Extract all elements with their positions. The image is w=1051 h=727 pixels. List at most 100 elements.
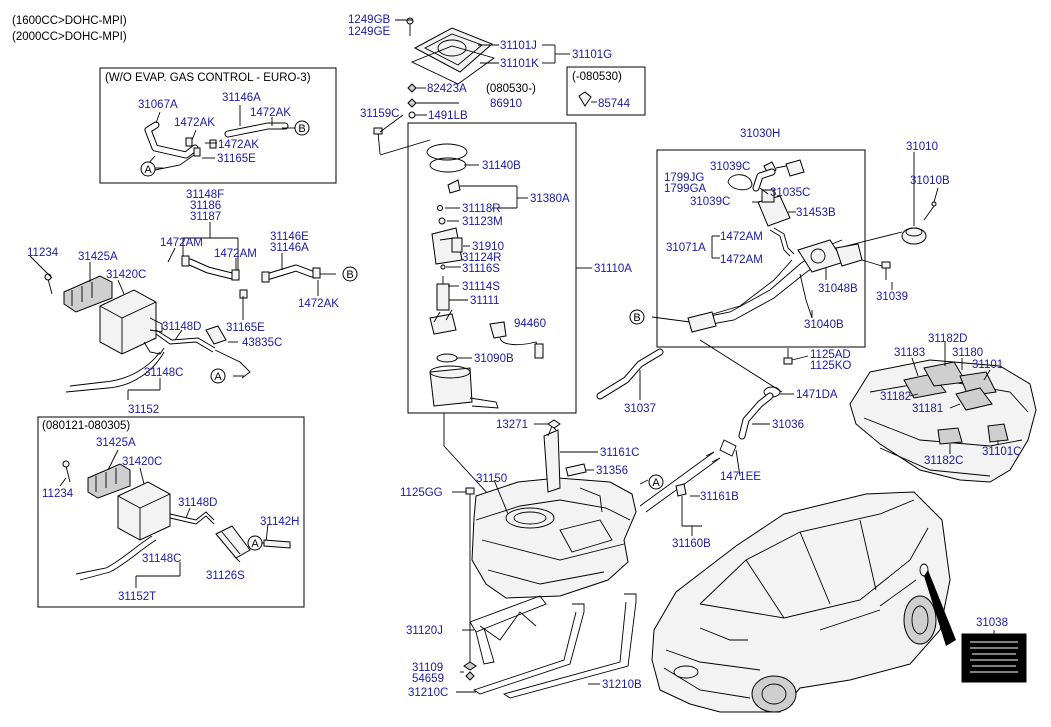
part-label-31146A-top[interactable]: 31146A — [222, 92, 261, 104]
part-label-31101K[interactable]: 31101K — [500, 58, 539, 70]
callout-a-tank[interactable]: A — [648, 474, 664, 490]
part-label-31142H[interactable]: 31142H — [260, 516, 299, 528]
part-label-31101C[interactable]: 31101C — [982, 446, 1021, 458]
part-label-31101J[interactable]: 31101J — [500, 40, 537, 52]
part-label-31101G[interactable]: 31101G — [572, 49, 612, 61]
part-label-1472AK-b[interactable]: 1472AK — [250, 107, 291, 119]
part-label-31425A-b[interactable]: 31425A — [96, 437, 136, 449]
part-label-31161B[interactable]: 31161B — [700, 491, 739, 503]
part-label-1125GG[interactable]: 1125GG — [400, 487, 443, 499]
part-label-82423A[interactable]: 82423A — [427, 83, 467, 95]
part-label-31186[interactable]: 31186 — [190, 200, 221, 212]
part-label-31037[interactable]: 31037 — [624, 403, 656, 415]
part-label-31148D[interactable]: 31148D — [162, 321, 201, 333]
part-label-31148D-b[interactable]: 31148D — [178, 497, 217, 509]
part-label-31420C-b[interactable]: 31420C — [122, 456, 162, 468]
part-label-31067A[interactable]: 31067A — [138, 99, 178, 111]
part-label-31425A[interactable]: 31425A — [78, 251, 118, 263]
callout-a-top[interactable]: A — [140, 161, 156, 177]
part-label-31036[interactable]: 31036 — [772, 419, 804, 431]
part-label-1472AK-c[interactable]: 1472AK — [218, 139, 259, 151]
part-label-1799JG[interactable]: 1799JG — [664, 172, 704, 184]
part-label-43835C[interactable]: 43835C — [242, 337, 282, 349]
part-label-31010[interactable]: 31010 — [906, 141, 938, 153]
part-label-31453B[interactable]: 31453B — [796, 207, 836, 219]
part-label-31126S[interactable]: 31126S — [206, 570, 245, 582]
part-label-31152T[interactable]: 31152T — [118, 591, 156, 603]
part-label-31118R[interactable]: 31118R — [462, 203, 501, 215]
part-label-1471EE[interactable]: 1471EE — [720, 471, 761, 483]
part-label-1472AK-a[interactable]: 1472AK — [174, 117, 215, 129]
part-label-31159C[interactable]: 31159C — [360, 108, 399, 120]
part-label-31181[interactable]: 31181 — [912, 403, 943, 415]
part-label-31380A[interactable]: 31380A — [530, 193, 570, 205]
part-label-31039[interactable]: 31039 — [876, 291, 908, 303]
part-label-31182C[interactable]: 31182C — [924, 455, 963, 467]
part-label-1472AM-b[interactable]: 1472AM — [214, 248, 257, 260]
part-label-31356[interactable]: 31356 — [596, 465, 628, 477]
part-label-86910[interactable]: 86910 — [490, 98, 522, 110]
part-label-31048B[interactable]: 31048B — [818, 283, 858, 295]
part-label-31124R[interactable]: 31124R — [462, 252, 501, 264]
part-label-31090B[interactable]: 31090B — [474, 353, 514, 365]
part-label-94460[interactable]: 94460 — [514, 318, 546, 330]
part-label-1472AK-d[interactable]: 1472AK — [298, 298, 339, 310]
part-label-31111[interactable]: 31111 — [470, 295, 499, 307]
part-label-31140B[interactable]: 31140B — [482, 160, 521, 172]
part-label-31123M[interactable]: 31123M — [462, 216, 503, 228]
part-label-31039C-b[interactable]: 31039C — [690, 196, 730, 208]
part-label-1491LB[interactable]: 1491LB — [428, 110, 468, 122]
part-label-31183[interactable]: 31183 — [894, 347, 925, 359]
part-label-31165E[interactable]: 31165E — [226, 322, 265, 334]
callout-b-top[interactable]: B — [294, 120, 310, 136]
part-label-1799GA[interactable]: 1799GA — [664, 183, 707, 195]
part-label-1472AM-c[interactable]: 1472AM — [720, 231, 763, 243]
part-label-31180[interactable]: 31180 — [952, 347, 983, 359]
part-label-31210B[interactable]: 31210B — [602, 679, 642, 691]
callout-b-filler[interactable]: B — [629, 309, 645, 325]
part-label-1472AM-a[interactable]: 1472AM — [160, 237, 203, 249]
part-label-31146E[interactable]: 31146E — [270, 231, 309, 243]
part-label-31035C[interactable]: 31035C — [770, 187, 810, 199]
part-label-54659[interactable]: 54659 — [412, 673, 444, 685]
callout-a-mid[interactable]: A — [210, 368, 226, 384]
part-label-31030H[interactable]: 31030H — [740, 128, 780, 140]
callout-a-low[interactable]: A — [247, 535, 263, 551]
part-label-31420C[interactable]: 31420C — [106, 269, 146, 281]
part-label-31210C[interactable]: 31210C — [408, 687, 448, 699]
part-label-11234[interactable]: 11234 — [27, 247, 59, 259]
part-label-1249GE[interactable]: 1249GE — [348, 26, 391, 38]
part-label-31120J[interactable]: 31120J — [406, 625, 443, 637]
part-label-31110A[interactable]: 31110A — [594, 263, 632, 275]
part-label-31187[interactable]: 31187 — [190, 211, 221, 223]
part-label-31116S[interactable]: 31116S — [462, 263, 500, 275]
part-label-11234-b[interactable]: 11234 — [42, 488, 74, 500]
part-label-31071A[interactable]: 31071A — [666, 242, 706, 254]
part-label-31161C[interactable]: 31161C — [600, 447, 639, 459]
part-label-31101[interactable]: 31101 — [972, 359, 1003, 371]
part-label-13271[interactable]: 13271 — [496, 419, 528, 431]
part-label-31160B[interactable]: 31160B — [672, 538, 711, 550]
part-label-31010B[interactable]: 31010B — [910, 175, 950, 187]
part-label-31165E-top[interactable]: 31165E — [217, 153, 256, 165]
part-label-31109[interactable]: 31109 — [412, 662, 443, 674]
part-label-31148F[interactable]: 31148F — [186, 189, 224, 201]
part-label-31114S[interactable]: 31114S — [462, 281, 500, 293]
part-label-1125KO[interactable]: 1125KO — [810, 360, 851, 372]
part-label-31040B[interactable]: 31040B — [804, 319, 844, 331]
part-label-31910[interactable]: 31910 — [472, 241, 504, 253]
part-label-31148C-b[interactable]: 31148C — [142, 553, 181, 565]
part-label-31148C[interactable]: 31148C — [144, 367, 183, 379]
part-label-31039C-a[interactable]: 31039C — [710, 161, 750, 173]
part-label-31038[interactable]: 31038 — [976, 617, 1008, 629]
part-label-31152[interactable]: 31152 — [128, 404, 159, 416]
part-label-1472AM-d[interactable]: 1472AM — [720, 254, 763, 266]
part-label-1125AD[interactable]: 1125AD — [810, 349, 851, 361]
part-label-1249GB[interactable]: 1249GB — [348, 14, 391, 26]
part-label-31146A[interactable]: 31146A — [270, 242, 309, 254]
part-label-31182[interactable]: 31182 — [880, 391, 911, 403]
part-label-85744[interactable]: 85744 — [598, 98, 631, 110]
part-label-31150[interactable]: 31150 — [476, 473, 507, 485]
part-label-31182D[interactable]: 31182D — [928, 333, 967, 345]
callout-b-mid[interactable]: B — [342, 266, 358, 282]
